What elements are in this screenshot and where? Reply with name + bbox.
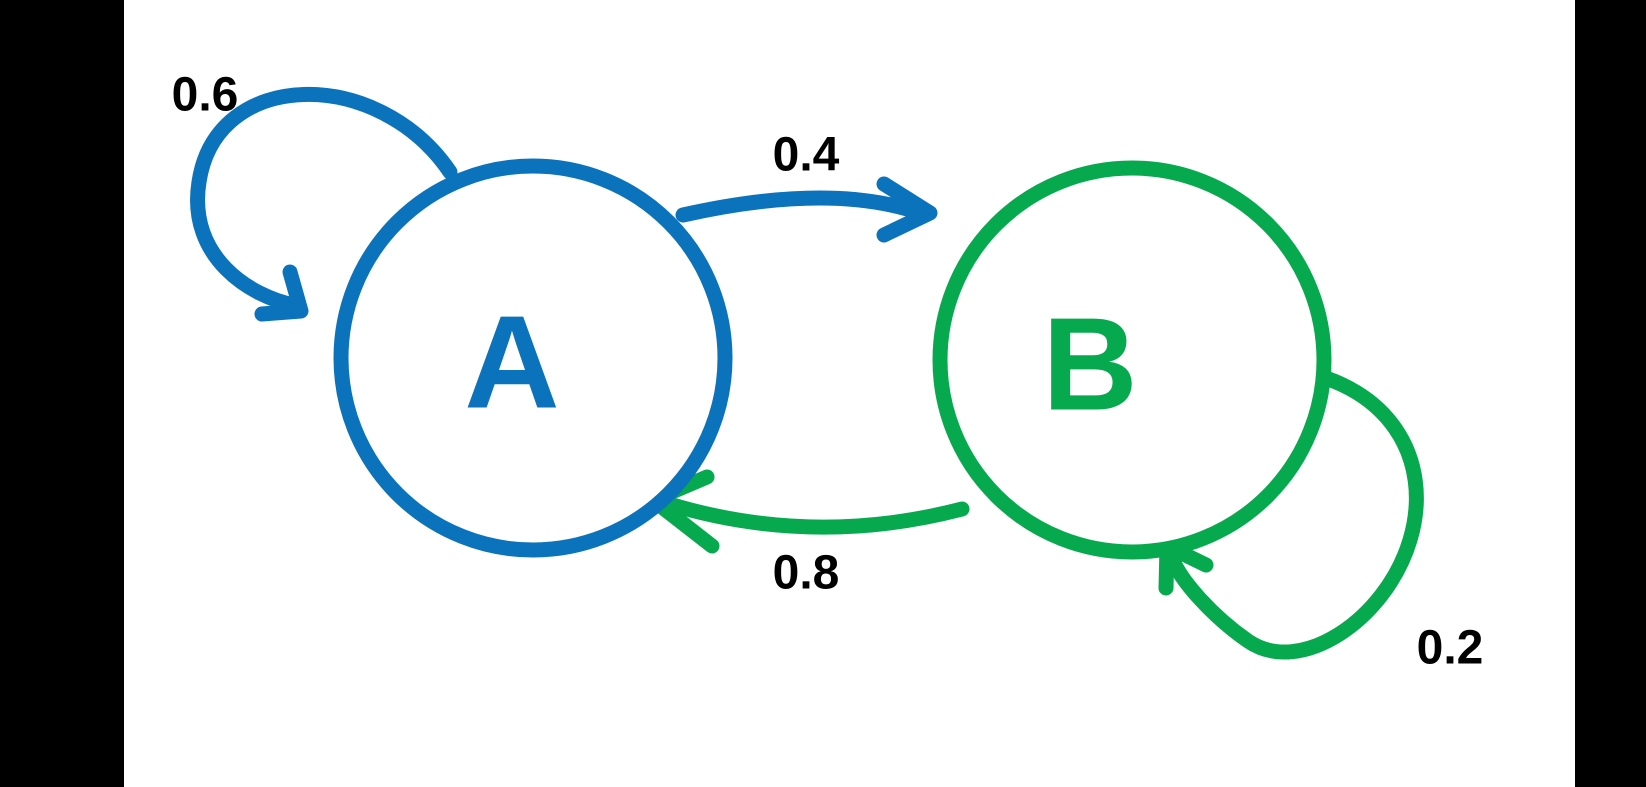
edge-label-a-to-a: 0.6 bbox=[172, 69, 239, 122]
edge-b-to-a[interactable] bbox=[645, 469, 970, 554]
edge-a-to-a-self-loop[interactable] bbox=[190, 86, 458, 322]
edge-label-a-to-b: 0.4 bbox=[773, 129, 840, 182]
node-b[interactable]: B bbox=[932, 160, 1332, 560]
node-a-label: A bbox=[464, 289, 559, 436]
edge-a-to-b-arrowhead bbox=[876, 176, 938, 243]
node-b-circle bbox=[932, 160, 1332, 560]
edge-b-to-b-line bbox=[1164, 360, 1424, 660]
node-a[interactable]: A bbox=[333, 158, 733, 558]
edge-label-b-to-b: 0.2 bbox=[1417, 622, 1484, 675]
node-b-label: B bbox=[1042, 291, 1137, 438]
edge-a-to-a-line bbox=[190, 86, 458, 313]
letterbox-bar-left bbox=[0, 0, 124, 787]
edge-b-to-a-line bbox=[658, 495, 970, 535]
edge-a-to-b-line bbox=[675, 190, 928, 223]
letterbox-bar-right bbox=[1575, 0, 1646, 787]
edge-a-to-a-arrowhead bbox=[254, 264, 309, 322]
edge-label-b-to-a: 0.8 bbox=[773, 547, 840, 600]
edge-a-to-b[interactable] bbox=[675, 176, 938, 243]
node-a-circle bbox=[333, 158, 733, 558]
